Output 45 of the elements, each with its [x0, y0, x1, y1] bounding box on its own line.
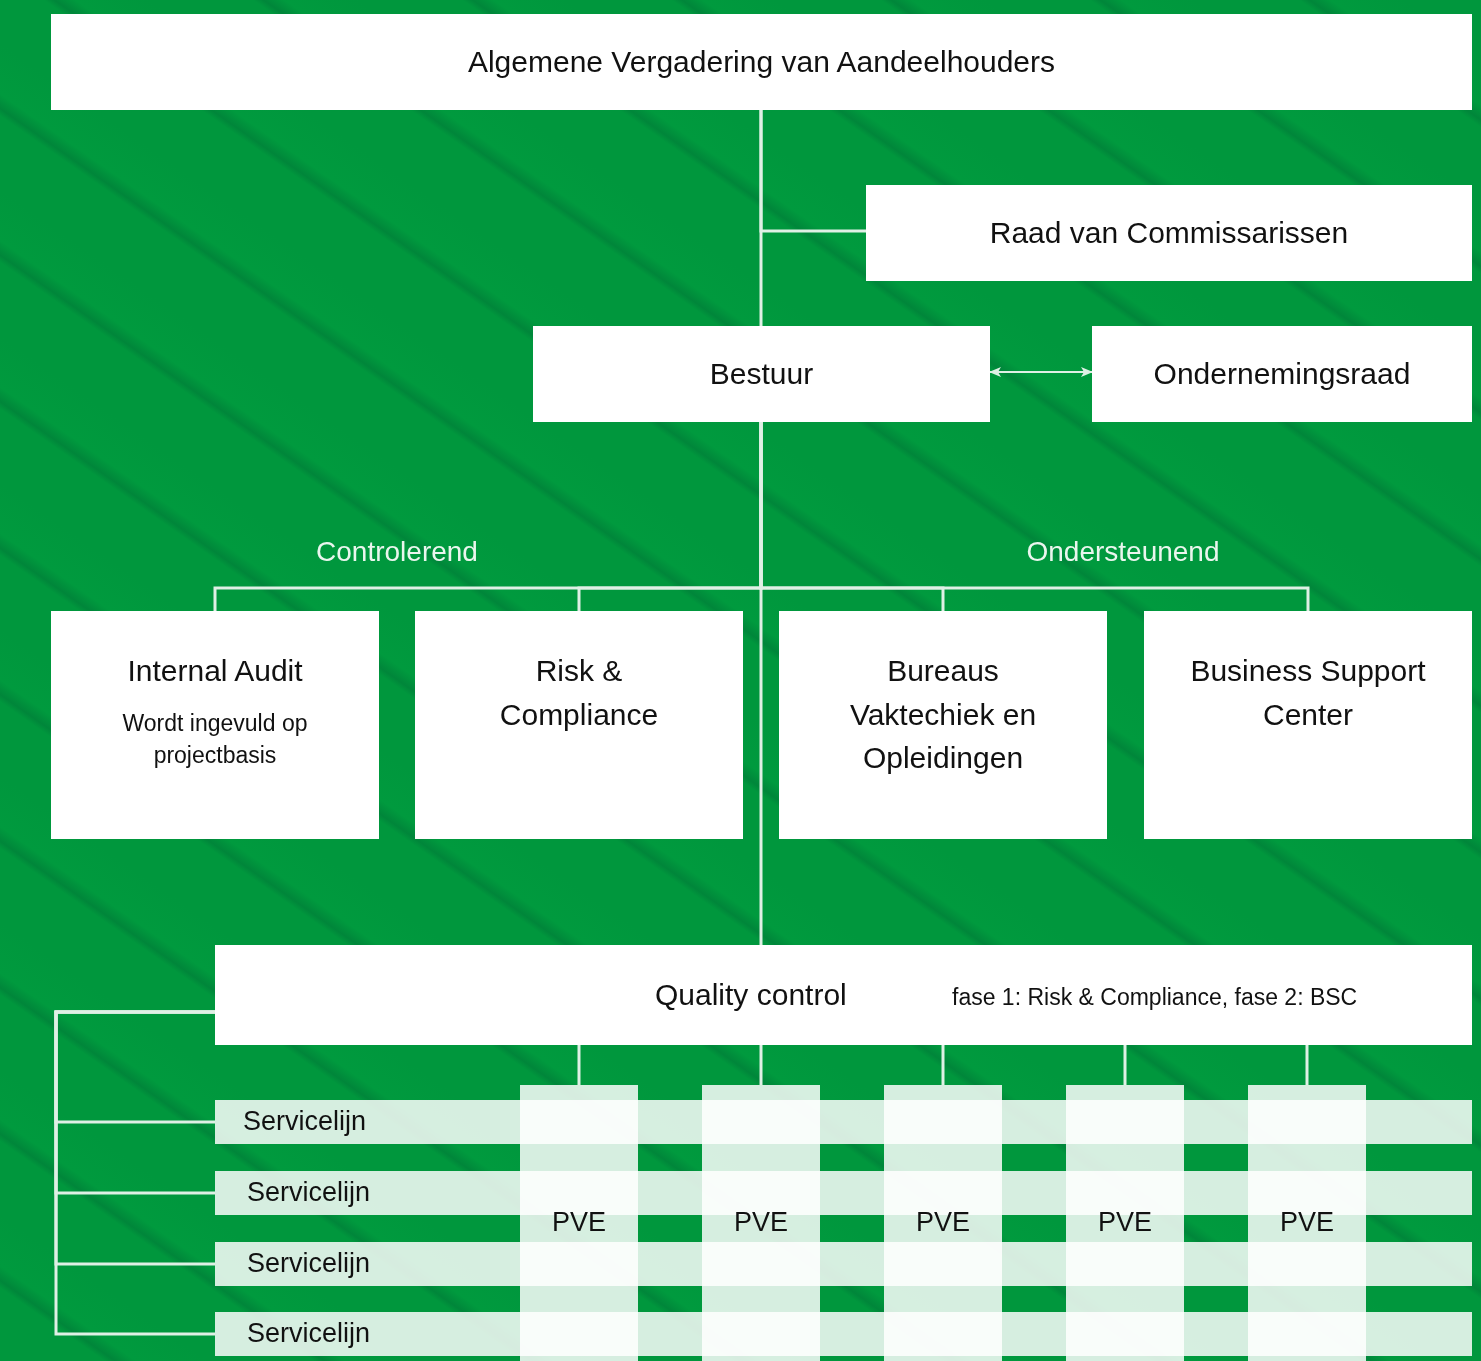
- org-box: [51, 611, 379, 839]
- node-title: Business Support Center: [1189, 653, 1427, 733]
- node-title: Servicelijn: [247, 1317, 371, 1351]
- node-title: PVE: [916, 1206, 970, 1240]
- node-title: Risk & Compliance: [498, 653, 660, 733]
- node-title: Bureaus Vaktechiek en Opleidingen: [848, 653, 1038, 776]
- node-title: PVE: [1280, 1206, 1334, 1240]
- node-title: Servicelijn: [243, 1105, 367, 1139]
- connector-line: [941, 1045, 945, 1085]
- connector-line: [759, 1045, 763, 1085]
- arrow: [989, 367, 1093, 377]
- node-title: Servicelijn: [247, 1247, 371, 1281]
- node-title: Ondernemingsraad: [1153, 356, 1411, 393]
- node-title: Internal Audit: [127, 653, 303, 689]
- pve-column: [1248, 1085, 1366, 1361]
- org-box: [779, 611, 1107, 839]
- node-title: PVE: [1098, 1206, 1152, 1240]
- connector-line: [54, 1010, 215, 1336]
- pve-column: [1066, 1085, 1184, 1361]
- node-title: Servicelijn: [247, 1176, 371, 1210]
- node-title: Bestuur: [709, 356, 814, 393]
- node-title: PVE: [734, 1206, 788, 1240]
- node-title: PVE: [552, 1206, 606, 1240]
- node-note: Wordt ingevuld op projectbasis: [121, 708, 309, 770]
- group-label: Controlerend: [316, 536, 478, 568]
- pve-column: [520, 1085, 638, 1361]
- group-label: Ondersteunend: [1026, 536, 1220, 568]
- node-title: Raad van Commissarissen: [989, 215, 1349, 252]
- node-title: Quality control: [655, 977, 847, 1013]
- connector-line: [759, 110, 866, 233]
- org-box: [1092, 326, 1472, 422]
- connector-line: [1305, 1045, 1309, 1085]
- node-title: Algemene Vergadering van Aandeelhouders: [467, 44, 1056, 81]
- org-box: [533, 326, 990, 422]
- org-box: [1144, 611, 1472, 839]
- pve-column: [884, 1085, 1002, 1361]
- connector-line: [577, 1045, 581, 1085]
- node-note: fase 1: Risk & Compliance, fase 2: BSC: [952, 983, 1358, 1012]
- org-box: [215, 945, 1472, 1045]
- connector-line: [759, 422, 763, 945]
- org-box: [866, 185, 1472, 281]
- org-box: [415, 611, 743, 839]
- org-box: [51, 14, 1472, 110]
- connector-line: [1123, 1045, 1127, 1085]
- pve-column: [702, 1085, 820, 1361]
